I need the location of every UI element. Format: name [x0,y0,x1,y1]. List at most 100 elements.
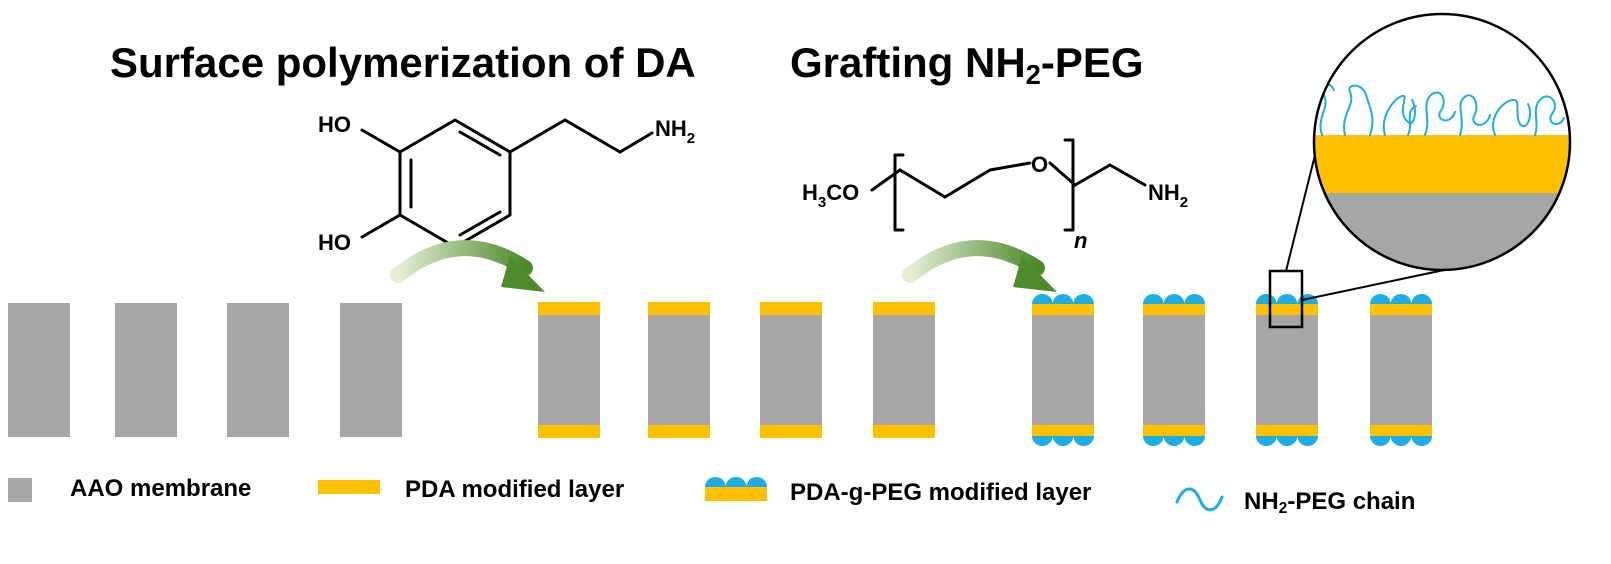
legend-pda-peg-swatch [705,476,767,501]
peg-bumps-top [1370,293,1432,304]
title-step2-prefix: Grafting NH [790,39,1026,86]
peg-bumps-top [1143,293,1205,304]
peg-pillar [1370,293,1432,447]
peg-bond-5 [1048,161,1077,187]
dopamine-structure [360,118,654,249]
peg-bond-2 [898,168,947,199]
process-arrow-2 [902,240,1057,292]
aao-pillar [340,303,402,437]
legend-aao-swatch [8,478,32,502]
dopamine-ring-double-bond-1 [458,130,502,157]
pda-layer-top [873,302,935,315]
peg-pda-layer-bottom [1143,425,1205,436]
peg-bumps-bottom [1370,436,1432,447]
peg-pillar [1032,293,1094,447]
process-arrow-1-head [501,256,545,292]
peg-pda-layer-top [1143,304,1205,315]
pda-pillar-body [873,315,935,425]
peg-oxygen-label: O [1031,152,1048,177]
peg-bond-3 [943,168,992,199]
pda-pillar-body [538,315,600,425]
pda-pillar [760,302,822,438]
peg-chain-strand [1382,94,1416,136]
dopamine-amine-sub: 2 [687,130,695,147]
peg-pda-layer-bottom [1032,425,1094,436]
title-step1-text: Surface polymerization of DA [110,39,696,86]
peg-bumps-top [1032,293,1094,304]
dopamine-side-chain-1 [508,118,567,154]
dopamine-ring [398,118,512,249]
peg-methoxy-h: H [802,180,818,205]
peg-pda-layer-bottom [1370,425,1432,436]
peg-amine-label: NH2 [1148,180,1188,211]
aao-pillar [8,303,70,437]
process-arrow-2-head [1013,256,1057,292]
legend-peg-chain-label: NH2-PEG chain [1244,488,1416,517]
dopamine-amine-text: NH [655,116,687,141]
dopamine-bond-ho-top [360,128,402,154]
title-step2-sub: 2 [1025,58,1041,90]
peg-pda-layer-top [1256,304,1318,315]
peg-pda-layer-bottom [1256,425,1318,436]
magnified-view [1314,14,1570,270]
peg-chain-strand [1459,94,1491,136]
pda-pillar-group [538,302,935,438]
title-grafting-peg: Grafting NH2-PEG [790,39,1144,88]
legend-pda-swatch [318,480,380,494]
peg-bumps-bottom [1143,436,1205,447]
dopamine-ho-top-label: HO [318,112,351,137]
peg-methoxy-sub: 3 [818,194,826,211]
dopamine-ring-double-bond-3 [458,210,502,237]
aao-pillar [115,303,177,437]
peg-pillar-body [1256,315,1318,425]
pda-layer-top [538,302,600,315]
peg-bumps-bottom [1032,436,1094,447]
peg-bracket-left [893,153,905,232]
magnified-view-outline [1312,12,1572,272]
pda-layer-bottom [648,425,710,438]
dopamine-side-chain-2 [563,118,622,154]
peg-bond-4 [988,161,1032,172]
legend-pda-peg-bumps [705,476,767,487]
peg-pillar [1143,293,1205,447]
legend-pda-text: PDA modified layer [405,476,625,503]
peg-repeat-label: n [1074,228,1087,253]
legend-aao-text: AAO membrane [70,475,252,502]
pda-pillar [873,302,935,438]
pda-layer-bottom [538,425,600,438]
peg-chain-strand [1343,84,1374,136]
legend-pda-peg-text: PDA-g-PEG modified layer [790,479,1092,506]
dopamine-ho-bottom-label: HO [318,230,351,255]
legend-peg-chain-icon [1175,487,1224,512]
pda-layer-bottom [760,425,822,438]
peg-chain-strand [1534,95,1565,136]
peg-chain-strand [1407,105,1417,136]
aao-pillar-group [8,303,402,437]
peg-bracket-right [1063,138,1075,232]
peg-pillar [1256,293,1318,447]
legend-chain-prefix: NH [1244,488,1279,515]
peg-methoxy-co: CO [826,180,859,205]
legend-pda-label: PDA modified layer [405,478,624,502]
pda-pillar-body [648,315,710,425]
process-arrow-1 [390,240,545,292]
pda-pillar-body [760,315,822,425]
dopamine-bond-ho-bottom [360,213,402,239]
peg-amine-sub: 2 [1180,194,1188,211]
peg-chain-strand [1424,91,1456,136]
peg-pda-layer-top [1032,304,1094,315]
peg-bond-7 [1108,163,1147,187]
pda-pillar [648,302,710,438]
peg-pillar-body [1032,315,1094,425]
peg-pillar-group [1032,293,1432,447]
legend-chain-sub: 2 [1278,499,1288,517]
peg-structure [870,138,1147,232]
legend-chain-suffix: -PEG chain [1287,488,1416,515]
peg-pda-layer-top [1370,304,1432,315]
legend-pda-peg-yellow [705,487,767,501]
pda-pillar [538,302,600,438]
title-step2-suffix: -PEG [1040,39,1144,86]
dopamine-amine-label: NH2 [655,116,695,147]
